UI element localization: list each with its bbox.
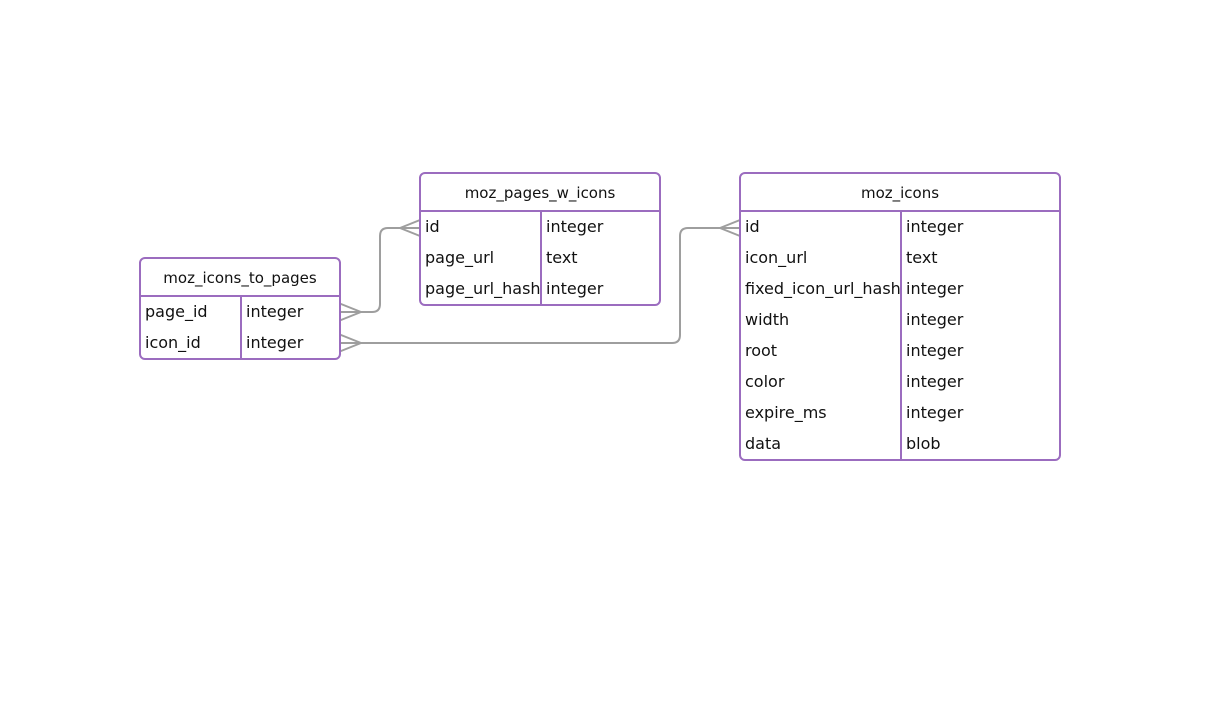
table-row[interactable]: icon_id integer	[141, 327, 339, 358]
table-row[interactable]: color integer	[741, 366, 1059, 397]
column-name: id	[421, 212, 542, 242]
table-moz-pages-w-icons[interactable]: moz_pages_w_icons id integer page_url te…	[419, 172, 661, 306]
column-type: integer	[906, 217, 964, 236]
table-row[interactable]: root integer	[741, 335, 1059, 366]
table-row[interactable]: icon_url text	[741, 242, 1059, 273]
column-name: id	[741, 212, 902, 242]
column-type: integer	[906, 279, 964, 298]
table-row[interactable]: fixed_icon_url_hash integer	[741, 273, 1059, 304]
crowfoot-pages-id-end-icon	[399, 219, 421, 237]
crowfoot-icon-id-end-icon	[340, 334, 362, 352]
column-type: text	[546, 248, 578, 267]
column-name: page_id	[141, 297, 242, 327]
column-name: icon_id	[141, 327, 242, 358]
table-moz-icons[interactable]: moz_icons id integer icon_url text fixed…	[739, 172, 1061, 461]
column-name: page_url	[421, 242, 542, 273]
table-title: moz_pages_w_icons	[421, 174, 659, 212]
table-row[interactable]: data blob	[741, 428, 1059, 459]
column-name: icon_url	[741, 242, 902, 273]
table-moz-icons-to-pages[interactable]: moz_icons_to_pages page_id integer icon_…	[139, 257, 341, 360]
column-type: integer	[906, 403, 964, 422]
table-row[interactable]: id integer	[741, 212, 1059, 242]
table-row[interactable]: page_id integer	[141, 297, 339, 327]
table-title: moz_icons	[741, 174, 1059, 212]
table-title: moz_icons_to_pages	[141, 259, 339, 297]
crowfoot-page-id-end-icon	[340, 303, 362, 321]
column-type: integer	[906, 341, 964, 360]
column-type: blob	[906, 434, 941, 453]
table-row[interactable]: page_url text	[421, 242, 659, 273]
relationship-icon-id-to-icons-id	[340, 227, 741, 344]
crowfoot-icons-id-end-icon	[719, 219, 741, 237]
column-name: width	[741, 304, 902, 335]
column-name: root	[741, 335, 902, 366]
column-type: integer	[546, 279, 604, 298]
relationship-page-id-to-pages-id	[340, 227, 421, 313]
table-row[interactable]: id integer	[421, 212, 659, 242]
column-name: fixed_icon_url_hash	[741, 273, 902, 304]
column-type: integer	[906, 372, 964, 391]
table-row[interactable]: width integer	[741, 304, 1059, 335]
column-type: integer	[246, 333, 304, 352]
column-name: color	[741, 366, 902, 397]
column-name: page_url_hash	[421, 273, 542, 304]
column-type: integer	[246, 302, 304, 321]
table-row[interactable]: page_url_hash integer	[421, 273, 659, 304]
column-name: expire_ms	[741, 397, 902, 428]
column-type: integer	[906, 310, 964, 329]
table-row[interactable]: expire_ms integer	[741, 397, 1059, 428]
column-name: data	[741, 428, 902, 459]
column-type: integer	[546, 217, 604, 236]
column-type: text	[906, 248, 938, 267]
